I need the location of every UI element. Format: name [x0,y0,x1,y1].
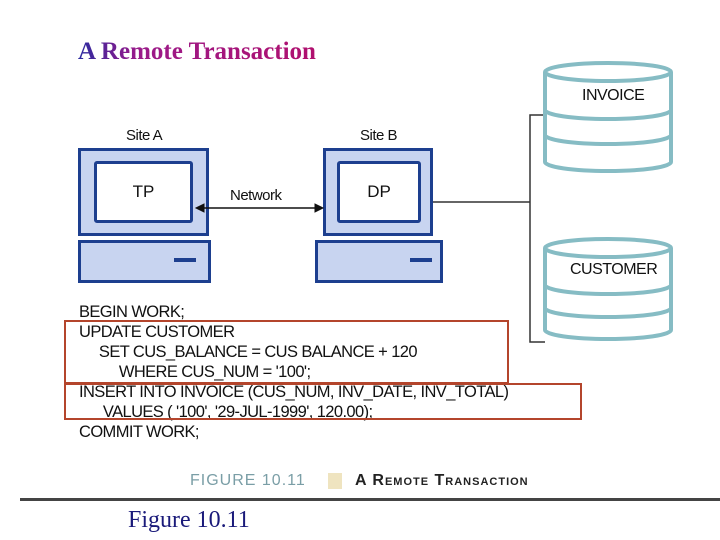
customer-db-label: CUSTOMER [570,261,658,278]
site-b-screen: DP [337,161,421,223]
sql-line: INSERT INTO INVOICE (CUS_NUM, INV_DATE, … [79,383,509,401]
caption-marker [328,473,342,489]
tp-label: TP [132,182,155,201]
site-b-base [315,240,443,283]
update-highlight-box [64,320,509,384]
divider [20,498,720,501]
site-a-label: Site A [126,127,163,144]
site-a-screen: TP [94,161,193,223]
customer-db-icon [543,237,673,341]
slide-title: A Remote Transaction [78,38,316,65]
network-arrow [194,203,325,213]
sql-line: BEGIN WORK; [79,303,185,321]
site-b-monitor: DP [323,148,433,236]
site-a-base [78,240,211,283]
sql-line: COMMIT WORK; [79,423,200,441]
network-label: Network [230,187,282,204]
invoice-db-icon [543,61,673,173]
footer-figure-label: Figure 10.11 [128,507,250,533]
sql-code: BEGIN WORK; UPDATE CUSTOMER SET CUS_BALA… [79,302,509,442]
db-connector [433,114,545,343]
sql-line: VALUES ( '100', '29-JUL-1999', 120.00); [79,403,373,421]
sql-line: WHERE CUS_NUM = '100'; [79,363,311,381]
insert-highlight-box [64,383,582,420]
figure-number: FIGURE 10.11 [190,472,306,489]
site-b-label: Site B [360,127,398,144]
invoice-db-label: INVOICE [582,87,645,104]
sql-line: SET CUS_BALANCE = CUS BALANCE + 120 [79,343,418,361]
figure-caption-title: A Remote Transaction [355,472,529,489]
site-a-monitor: TP [78,148,209,236]
sql-line: UPDATE CUSTOMER [79,323,235,341]
dp-label: DP [367,182,391,201]
